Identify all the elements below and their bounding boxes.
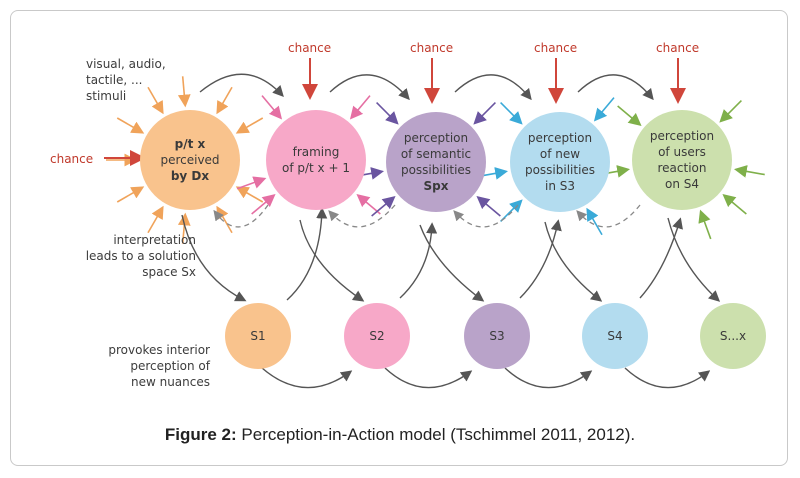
provokes-line-3: new nuances bbox=[131, 375, 210, 389]
chance-label-2: chance bbox=[410, 41, 453, 55]
stimulus-arrows bbox=[106, 76, 765, 244]
figure-caption: Figure 2: Perception-in-Action model (Ts… bbox=[0, 425, 800, 445]
perception-node-line: by Dx bbox=[171, 169, 210, 183]
perception-node-line: of p/t x + 1 bbox=[282, 161, 350, 175]
perception-node-circle bbox=[266, 110, 366, 210]
caption-text: Perception-in-Action model (Tschimmel 20… bbox=[236, 425, 636, 444]
chance-label-1: chance bbox=[288, 41, 331, 55]
dashed-feedback-arrows bbox=[213, 204, 641, 228]
solution-node-label: S3 bbox=[489, 329, 504, 343]
solution-node-circle bbox=[464, 303, 530, 369]
interpretation-annotation: interpretation leads to a solution space… bbox=[86, 233, 196, 279]
solution-flow-arrows bbox=[181, 207, 721, 302]
chance-labels: chance chance chance chance chance bbox=[50, 41, 699, 166]
stimulus-arrow-4-1 bbox=[719, 100, 742, 123]
stimulus-arrow-0-1 bbox=[177, 76, 191, 108]
perception-node-5: perception of users reaction on S4 bbox=[632, 110, 732, 210]
solution-node-circle bbox=[700, 303, 766, 369]
stimuli-line-2: tactile, ... bbox=[86, 73, 142, 87]
perception-node-line: in S3 bbox=[545, 179, 575, 193]
solution-node-label: S4 bbox=[607, 329, 622, 343]
bottom-arcs bbox=[261, 367, 711, 389]
solution-node-label: S1 bbox=[250, 329, 265, 343]
perception-nodes: p/t x perceived by Dx framing of p/t x + 1 pe… bbox=[140, 110, 732, 212]
perception-node-4: perception of new possibilities in S3 bbox=[510, 112, 610, 212]
perception-node-circle bbox=[386, 112, 486, 212]
perception-node-line: of new bbox=[540, 147, 580, 161]
stimulus-arrow-2-4 bbox=[476, 195, 501, 217]
perception-node-circle bbox=[140, 110, 240, 210]
perception-node-line: perception bbox=[528, 131, 592, 145]
stimulus-arrow-4-5 bbox=[733, 165, 765, 178]
stimulus-arrow-1-0 bbox=[261, 95, 283, 120]
stimulus-arrow-0-3 bbox=[116, 117, 145, 134]
provokes-line-2: perception of bbox=[130, 359, 210, 373]
provokes-line-1: provokes interior bbox=[108, 343, 210, 357]
solution-node-5: S...x bbox=[700, 303, 766, 369]
stimulus-arrow-0-10 bbox=[235, 117, 264, 134]
perception-node-2: framing of p/t x + 1 bbox=[266, 110, 366, 210]
stimulus-arrow-1-1 bbox=[349, 95, 371, 120]
perception-node-line: of semantic bbox=[401, 147, 471, 161]
perception-node-line: possibilities bbox=[401, 163, 471, 177]
caption-label: Figure 2: bbox=[164, 425, 237, 444]
stimulus-arrow-1-3 bbox=[251, 193, 276, 215]
stimuli-line-3: stimuli bbox=[86, 89, 126, 103]
stimulus-arrow-4-4 bbox=[698, 209, 712, 240]
interpretation-line-3: space Sx bbox=[142, 265, 196, 279]
solution-node-label: S2 bbox=[369, 329, 384, 343]
stimulus-arrow-4-0 bbox=[617, 105, 642, 127]
stimuli-annotation: visual, audio, tactile, ... stimuli bbox=[86, 57, 166, 103]
solution-node-2: S2 bbox=[344, 303, 410, 369]
perception-node-line: perceived bbox=[160, 153, 219, 167]
chance-label-4: chance bbox=[656, 41, 699, 55]
solution-node-circle bbox=[225, 303, 291, 369]
perception-node-line: on S4 bbox=[665, 177, 699, 191]
perception-node-line: of users bbox=[658, 145, 706, 159]
stimulus-arrow-3-0 bbox=[500, 102, 523, 125]
stimulus-arrow-2-1 bbox=[473, 102, 496, 125]
solution-node-3: S3 bbox=[464, 303, 530, 369]
perception-node-circle bbox=[632, 110, 732, 210]
solution-node-4: S4 bbox=[582, 303, 648, 369]
perception-node-1: p/t x perceived by Dx bbox=[140, 110, 240, 210]
stimuli-line-1: visual, audio, bbox=[86, 57, 166, 71]
interpretation-line-2: leads to a solution bbox=[86, 249, 196, 263]
stimulus-arrow-0-0 bbox=[147, 86, 164, 115]
perception-node-line: p/t x bbox=[175, 137, 206, 151]
forward-top-arcs bbox=[199, 73, 654, 101]
stimulus-arrow-2-0 bbox=[376, 102, 399, 125]
perception-node-line: Spx bbox=[424, 179, 449, 193]
stimulus-arrow-4-3 bbox=[722, 193, 747, 215]
solution-node-label: S...x bbox=[720, 329, 746, 343]
figure-frame bbox=[10, 10, 788, 466]
chance-arrows bbox=[104, 58, 686, 166]
solution-node-circle bbox=[582, 303, 648, 369]
stimulus-arrow-0-6 bbox=[147, 205, 164, 234]
solution-space-nodes: S1 S2 S3 S4 S...x bbox=[225, 303, 766, 369]
stimulus-arrow-1-2 bbox=[236, 176, 267, 190]
perception-node-line: reaction bbox=[658, 161, 707, 175]
interpretation-line-1: interpretation bbox=[113, 233, 196, 247]
stimulus-arrow-0-8 bbox=[216, 205, 233, 234]
chance-label-left: chance bbox=[50, 152, 93, 166]
perception-node-line: perception bbox=[404, 131, 468, 145]
perception-node-line: possibilities bbox=[525, 163, 595, 177]
perception-node-line: perception bbox=[650, 129, 714, 143]
provokes-annotation: provokes interior perception of new nuan… bbox=[108, 343, 210, 389]
stimulus-arrow-0-7 bbox=[177, 212, 191, 244]
stimulus-arrow-0-2 bbox=[216, 86, 233, 115]
stimulus-arrow-3-4 bbox=[586, 207, 603, 236]
stimulus-arrow-0-5 bbox=[116, 186, 145, 203]
perception-node-circle bbox=[510, 112, 610, 212]
stimulus-arrow-3-1 bbox=[593, 97, 615, 122]
perception-node-line: framing bbox=[293, 145, 340, 159]
chance-label-3: chance bbox=[534, 41, 577, 55]
stimulus-arrow-0-9 bbox=[235, 186, 264, 203]
solution-node-1: S1 bbox=[225, 303, 291, 369]
stimulus-arrow-2-3 bbox=[371, 195, 396, 217]
solution-node-circle bbox=[344, 303, 410, 369]
